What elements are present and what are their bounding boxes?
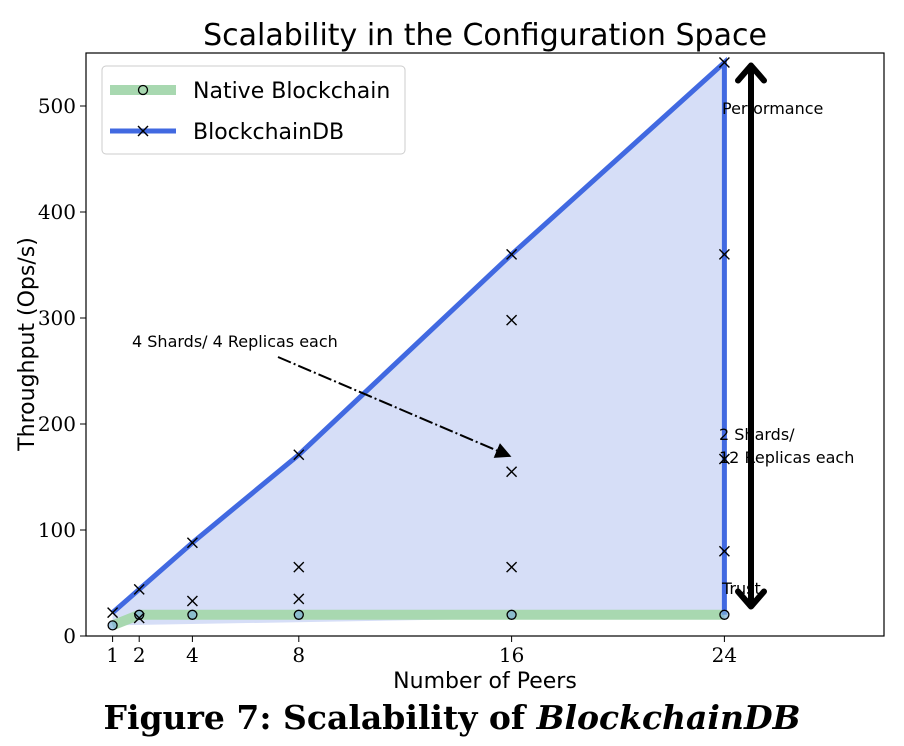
chart: Scalability in the Configuration Space 1… [15, 18, 885, 694]
legend-blockchaindb-marker [137, 125, 149, 137]
x-tick-label: 8 [292, 643, 305, 667]
native-point [506, 609, 517, 620]
blockchaindb-point [293, 449, 305, 461]
configuration-point [133, 612, 145, 624]
x-tick-label: 2 [133, 643, 146, 667]
configuration-point [506, 314, 518, 326]
caption-emphasis: BlockchainDB [536, 698, 801, 737]
blockchaindb-point [107, 607, 119, 619]
configuration-point [718, 248, 730, 260]
y-tick-label: 100 [38, 518, 76, 542]
annotation-4-shards: 4 Shards/ 4 Replicas each [132, 332, 338, 351]
native-point [134, 609, 145, 620]
y-tick-label: 300 [38, 306, 76, 330]
legend-native-marker [137, 84, 149, 96]
legend: Native Blockchain BlockchainDB [101, 65, 406, 155]
x-tick-label: 24 [712, 643, 737, 667]
y-tick-label: 200 [38, 412, 76, 436]
annotation-performance: Performance [722, 99, 823, 118]
x-tick-label: 16 [499, 643, 524, 667]
caption-prefix: Figure 7: Scalability of [103, 698, 537, 737]
annotation-arrow [277, 356, 512, 458]
configuration-point [506, 561, 518, 573]
x-axis-title: Number of Peers [393, 669, 577, 694]
annotation-2-shards-line2: 12 Replicas each [719, 448, 854, 467]
configuration-point [186, 595, 198, 607]
annotation-2-shards-line1: 2 Shards/ [719, 425, 795, 444]
chart-title: Scalability in the Configuration Space [203, 18, 767, 53]
y-tick-label: 0 [63, 624, 76, 648]
native-point [719, 609, 730, 620]
y-tick-label: 400 [38, 200, 76, 224]
figure-caption: Figure 7: Scalability of BlockchainDB [0, 698, 904, 737]
annotation-trust: Trust [721, 579, 761, 598]
legend-native-label: Native Blockchain [193, 79, 390, 104]
native-point [187, 609, 198, 620]
blockchaindb-point [133, 583, 145, 595]
blockchaindb-point [186, 537, 198, 549]
blockchaindb-point [506, 248, 518, 260]
legend-blockchaindb-label: BlockchainDB [193, 120, 344, 145]
blockchaindb-point [718, 57, 730, 69]
x-tick-label: 1 [106, 643, 119, 667]
native-point [107, 620, 118, 631]
plot-frame [85, 52, 885, 637]
configuration-point [293, 593, 305, 605]
configuration-point [293, 561, 305, 573]
configuration-point [718, 453, 730, 465]
y-axis-title: Throughput (Ops/s) [15, 237, 40, 452]
x-tick-label: 4 [186, 643, 199, 667]
configuration-point [718, 545, 730, 557]
configuration-point [506, 466, 518, 478]
y-tick-label: 500 [38, 94, 76, 118]
native-point [293, 609, 304, 620]
legend-box [101, 65, 406, 155]
arrowhead-down [735, 588, 767, 610]
arrowhead-up [735, 62, 767, 84]
